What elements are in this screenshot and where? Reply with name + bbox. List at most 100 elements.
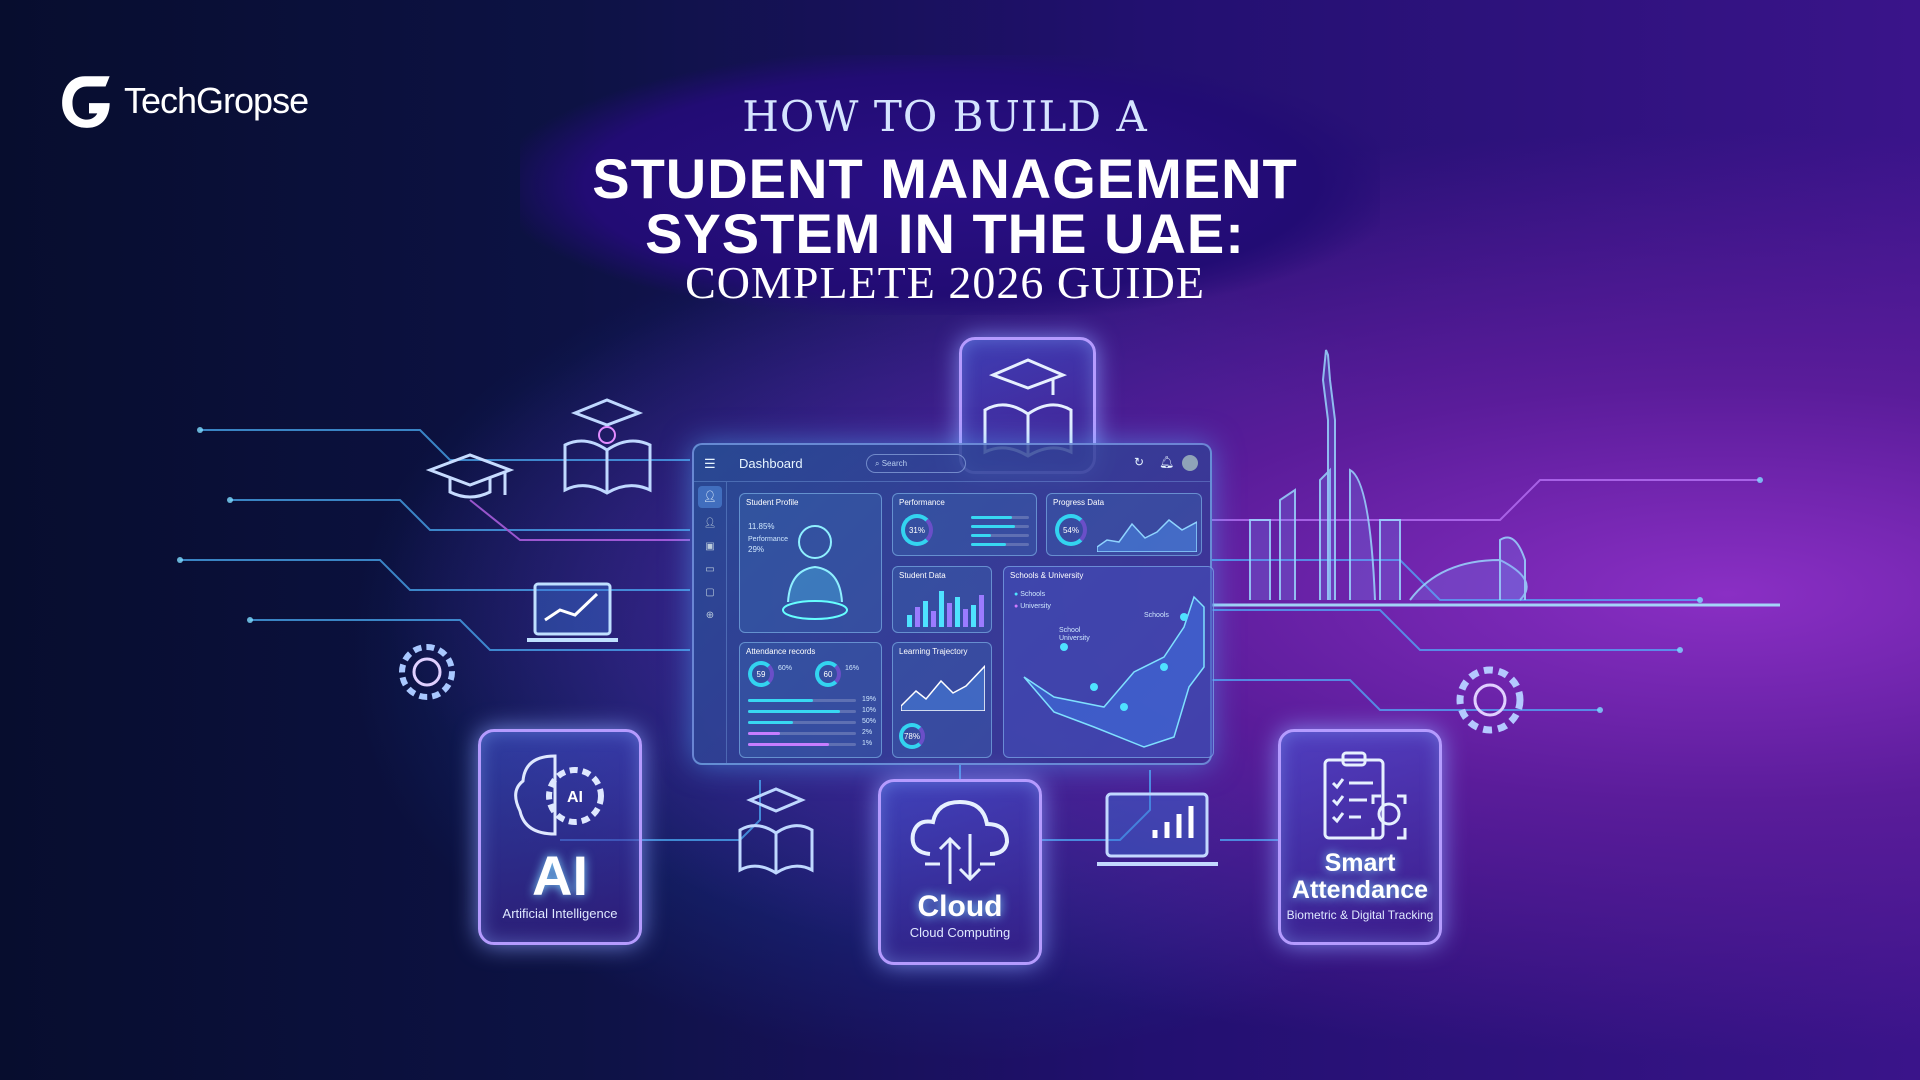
performance-bar-fill bbox=[971, 534, 992, 537]
book-cap-icon-bottom bbox=[738, 787, 814, 875]
schools-university-panel[interactable]: Schools & University ● Schools ● Univers… bbox=[1003, 566, 1214, 758]
dubai-skyline bbox=[1249, 349, 1528, 601]
headline-line-3: SYSTEM IN THE UAE: bbox=[645, 202, 1245, 265]
pin-icon: ● bbox=[1014, 591, 1019, 598]
performance-bar-fill bbox=[971, 543, 1006, 546]
sidebar-item-add[interactable]: ⊕ bbox=[705, 610, 715, 621]
progress-data-panel[interactable]: Progress Data 54% bbox=[1046, 493, 1202, 556]
smart-attendance-feature-card: Smart Attendance Biometric & Digital Tra… bbox=[1278, 729, 1442, 945]
brain-gear-icon bbox=[399, 644, 455, 700]
profile-stat: 11.85% bbox=[748, 522, 775, 531]
performance-panel[interactable]: Performance 31% bbox=[892, 493, 1037, 556]
dashboard-window: ☰ Dashboard ⌕ Search ↻ 🔔︎ 👤︎ 👤︎ ▣ ▭ ▢ ⊕ … bbox=[692, 443, 1214, 765]
avatar[interactable] bbox=[1182, 455, 1198, 471]
graduation-cap-icon bbox=[425, 453, 515, 499]
pin-icon: ● bbox=[1014, 603, 1019, 610]
sidebar-item-calendar[interactable]: ▣ bbox=[705, 541, 715, 552]
smart-attendance-subtitle: Biometric & Digital Tracking bbox=[1286, 908, 1434, 922]
student-data-bar-chart bbox=[907, 591, 984, 627]
panel-title: Student Profile bbox=[746, 498, 799, 507]
performance-ring: 31% bbox=[901, 514, 933, 546]
panel-title: Performance bbox=[899, 498, 945, 507]
legend-label: Schools bbox=[1020, 591, 1046, 598]
legend-university: ● University bbox=[1014, 603, 1051, 610]
dashboard-title: Dashboard bbox=[739, 456, 803, 471]
ai-title: AI bbox=[532, 844, 588, 907]
attendance-bar bbox=[748, 743, 856, 746]
refresh-icon[interactable]: ↻ bbox=[1134, 455, 1145, 469]
student-data-panel[interactable]: Student Data bbox=[892, 566, 992, 633]
student-profile-panel[interactable]: Student Profile 11.85% Performance 29% bbox=[739, 493, 882, 633]
map-label-school-university: School University bbox=[1059, 627, 1090, 642]
techgropse-logo: TechGropse bbox=[58, 70, 309, 132]
dashboard-sidebar: 👤︎ 👤︎ ▣ ▭ ▢ ⊕ bbox=[694, 482, 727, 763]
student-data-bar bbox=[915, 607, 920, 627]
book-cap-icon bbox=[563, 398, 652, 495]
attendance-bar-pct: 50% bbox=[862, 718, 877, 725]
learning-trajectory-panel[interactable]: Learning Trajectory 78% bbox=[892, 642, 992, 758]
student-data-bar bbox=[947, 603, 952, 627]
student-data-bar bbox=[931, 611, 936, 627]
sidebar-item-users[interactable]: 👤︎ bbox=[703, 518, 717, 529]
cloud-title: Cloud bbox=[917, 890, 1003, 923]
learning-line-chart bbox=[901, 664, 985, 711]
brand-name: TechGropse bbox=[124, 80, 309, 121]
attendance-bar-fill bbox=[748, 710, 840, 713]
performance-bar bbox=[971, 516, 1029, 519]
attendance-bar bbox=[748, 710, 856, 713]
headline-line-1: HOW TO BUILD A bbox=[742, 92, 1148, 141]
attendance-ring-1-pct: 60% bbox=[778, 665, 793, 672]
attendance-ring-2-pct: 16% bbox=[845, 665, 860, 672]
laptop-graph-icon bbox=[1097, 792, 1218, 866]
open-book-cap-icon bbox=[983, 358, 1072, 458]
headline-line-4: COMPLETE 2026 GUIDE bbox=[685, 257, 1205, 308]
student-data-bar bbox=[939, 591, 944, 627]
attendance-bar-pct: 1% bbox=[862, 740, 873, 747]
panel-title: Progress Data bbox=[1053, 498, 1105, 507]
sidebar-item-messages[interactable]: ▢ bbox=[705, 587, 715, 598]
panel-title: Learning Trajectory bbox=[899, 647, 968, 656]
cloud-sync-icon bbox=[910, 799, 1010, 884]
brain-gear-icon-right bbox=[1456, 666, 1524, 734]
attendance-bar-pct: 2% bbox=[862, 729, 873, 736]
student-data-bar bbox=[971, 605, 976, 627]
uae-map bbox=[1023, 595, 1205, 748]
ai-badge-text: AI bbox=[567, 789, 583, 806]
ai-feature-card: AI AI Artificial Intelligence bbox=[478, 729, 642, 945]
sidebar-item-profile[interactable]: 👤︎ bbox=[698, 486, 722, 508]
brush-stroke-backdrop bbox=[520, 55, 1380, 315]
panel-title: Student Data bbox=[899, 571, 946, 580]
laptop-chart-icon bbox=[527, 582, 618, 642]
sidebar-item-inbox[interactable]: ▭ bbox=[705, 564, 715, 575]
menu-icon[interactable]: ☰ bbox=[704, 456, 716, 471]
attendance-ring-2: 60 bbox=[815, 661, 841, 687]
panel-title: Schools & University bbox=[1010, 571, 1084, 580]
attendance-records-panel[interactable]: Attendance records 59 60% 60 16% 19%10%5… bbox=[739, 642, 882, 758]
smart-attendance-title: Smart Attendance bbox=[1291, 849, 1429, 904]
search-placeholder: Search bbox=[881, 459, 908, 468]
student-data-bar bbox=[963, 609, 968, 627]
attendance-bar-fill bbox=[748, 732, 781, 735]
search-input[interactable]: ⌕ Search bbox=[866, 454, 966, 473]
performance-bar bbox=[971, 543, 1029, 546]
headline-line-2: STUDENT MANAGEMENT bbox=[592, 147, 1298, 210]
attendance-bar-fill bbox=[748, 699, 813, 702]
learning-ring: 78% bbox=[899, 723, 925, 749]
ai-brain-icon: AI bbox=[514, 754, 604, 836]
attendance-bar bbox=[748, 732, 856, 735]
cloud-feature-card: Cloud Cloud Computing bbox=[878, 779, 1042, 965]
attendance-bar bbox=[748, 699, 856, 702]
ai-subtitle: Artificial Intelligence bbox=[502, 906, 618, 921]
student-data-bar bbox=[923, 601, 928, 627]
student-data-bar bbox=[955, 597, 960, 627]
clipboard-face-scan-icon bbox=[1323, 751, 1407, 840]
attendance-bar bbox=[748, 721, 856, 724]
profile-performance-label: Performance bbox=[748, 536, 789, 543]
student-hologram-icon bbox=[782, 525, 848, 620]
legend-label: University bbox=[1020, 603, 1051, 610]
bell-icon[interactable]: 🔔︎ bbox=[1159, 455, 1175, 469]
attendance-bar-fill bbox=[748, 743, 829, 746]
legend-schools: ● Schools bbox=[1014, 591, 1045, 598]
attendance-ring-1: 59 bbox=[748, 661, 774, 687]
